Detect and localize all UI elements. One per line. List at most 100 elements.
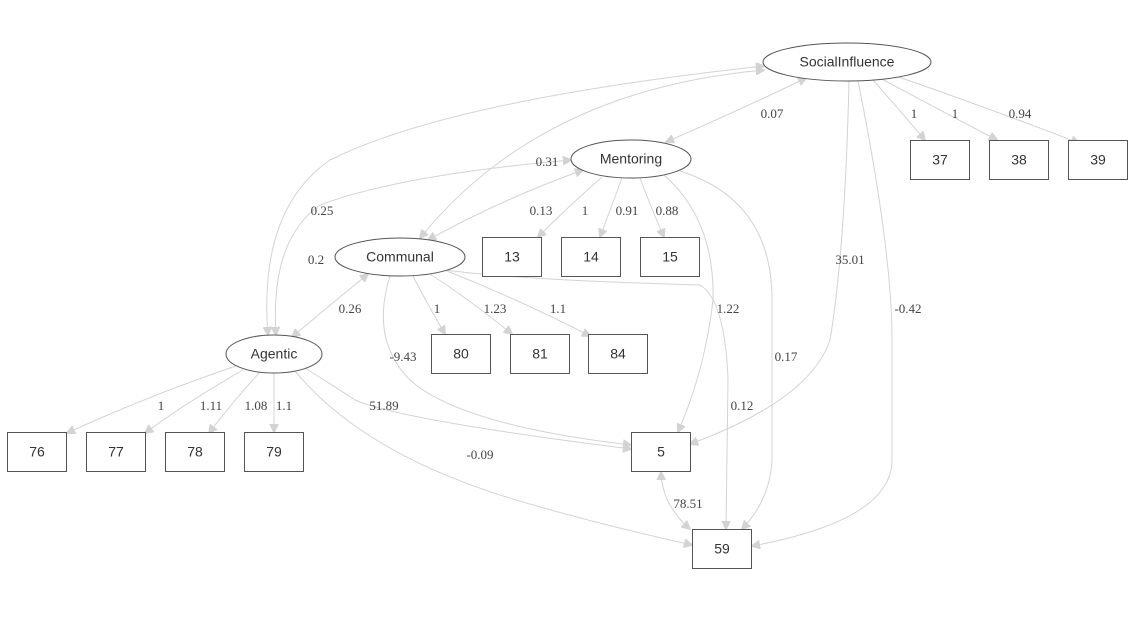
observed-box — [482, 237, 542, 277]
observed-node-81: 81 — [510, 334, 570, 374]
edge-label: 0.31 — [536, 154, 559, 169]
edge-regression-socialinfluence-to-n5 — [690, 80, 850, 444]
edge-label: 1 — [911, 106, 918, 121]
observed-box — [510, 334, 570, 374]
observed-box — [692, 529, 752, 569]
edge-label: 1.22 — [717, 301, 740, 316]
node-label: Mentoring — [600, 151, 662, 167]
observed-node-79: 79 — [244, 432, 304, 472]
observed-node-39: 39 — [1068, 140, 1128, 180]
edge-label: 1.23 — [484, 301, 507, 316]
edge-label: 0.12 — [731, 398, 754, 413]
edge-loading-agentic-to-n78 — [209, 372, 260, 433]
observed-node-38: 38 — [989, 140, 1049, 180]
observed-box — [1068, 140, 1128, 180]
observed-node-14: 14 — [561, 237, 621, 277]
observed-node-59: 59 — [692, 529, 752, 569]
observed-node-5: 5 — [631, 432, 691, 472]
node-label: 15 — [662, 249, 678, 265]
edge-label: 0.26 — [339, 301, 362, 316]
observed-box — [561, 237, 621, 277]
observed-node-37: 37 — [910, 140, 970, 180]
edge-label: -0.42 — [894, 301, 921, 316]
node-label: 38 — [1011, 152, 1027, 168]
observed-box — [86, 432, 146, 472]
edge-covariance-socialinfluence-to-agentic — [267, 66, 764, 335]
edge-covariance-mentoring-to-agentic — [275, 160, 571, 335]
observed-box — [431, 334, 491, 374]
observed-node-77: 77 — [86, 432, 146, 472]
edge-label: 1.1 — [276, 398, 292, 413]
edge-label: 1.08 — [245, 398, 268, 413]
observed-node-76: 76 — [7, 432, 67, 472]
observed-box — [244, 432, 304, 472]
edge-regression-agentic-to-n5 — [304, 367, 631, 449]
latent-node-mentoring: Mentoring — [570, 139, 692, 179]
observed-node-15: 15 — [640, 237, 700, 277]
edge-label: -0.09 — [466, 447, 493, 462]
latent-ellipse — [225, 334, 323, 374]
edge-label: 0.88 — [656, 203, 679, 218]
edge-loading-socialinfluence-to-n38 — [879, 77, 997, 140]
edge-covariance-socialinfluence-to-mentoring — [666, 78, 806, 142]
latent-ellipse — [762, 42, 932, 82]
edge-label: 1 — [434, 301, 441, 316]
edge-label: 0.91 — [616, 203, 639, 218]
edge-label: 35.01 — [835, 252, 864, 267]
observed-node-84: 84 — [588, 334, 648, 374]
edge-loading-agentic-to-n76 — [67, 365, 237, 433]
node-label: 81 — [532, 346, 548, 362]
edge-label: 0.25 — [311, 203, 334, 218]
edge-label: 0.94 — [1009, 106, 1032, 121]
latent-node-communal: Communal — [334, 237, 466, 277]
node-label: Communal — [366, 249, 434, 265]
edge-label: 1.1 — [550, 301, 566, 316]
node-label: 14 — [583, 249, 599, 265]
node-label: 59 — [714, 541, 730, 557]
node-label: 78 — [187, 444, 203, 460]
edge-loading-socialinfluence-to-n37 — [872, 79, 925, 140]
edge-label: 1 — [158, 398, 165, 413]
node-label: 13 — [504, 249, 520, 265]
edge-regression-communal-to-n5 — [382, 275, 631, 445]
edge-label: 0.17 — [775, 349, 798, 364]
node-label: 79 — [266, 444, 282, 460]
node-label: 77 — [108, 444, 124, 460]
node-label: 80 — [453, 346, 469, 362]
observed-box — [588, 334, 648, 374]
latent-ellipse — [334, 237, 466, 277]
edge-loading-communal-to-n84 — [446, 270, 590, 336]
edge-regression-socialinfluence-to-n59 — [752, 80, 893, 546]
edge-label: 1 — [582, 203, 589, 218]
node-label: 39 — [1090, 152, 1106, 168]
node-label: SocialInfluence — [800, 54, 895, 70]
edge-covariance-n5-to-n59 — [661, 472, 690, 529]
observed-box — [640, 237, 700, 277]
edge-label: 0.13 — [530, 203, 553, 218]
edge-covariance-communal-to-agentic — [292, 274, 368, 337]
observed-box — [631, 432, 691, 472]
node-label: Agentic — [251, 346, 298, 362]
edge-regression-agentic-to-n59 — [294, 370, 692, 545]
observed-node-80: 80 — [431, 334, 491, 374]
edge-label: 0.2 — [308, 252, 324, 267]
edge-loading-agentic-to-n77 — [145, 369, 244, 433]
edge-covariance-mentoring-to-communal — [428, 170, 583, 240]
edge-label: -9.43 — [389, 349, 416, 364]
node-label: 37 — [932, 152, 948, 168]
observed-box — [910, 140, 970, 180]
edge-label: 78.51 — [673, 496, 702, 511]
latent-ellipse — [570, 139, 692, 179]
node-label: 5 — [657, 444, 665, 460]
edge-regression-mentoring-to-n59 — [679, 170, 773, 529]
observed-node-13: 13 — [482, 237, 542, 277]
node-label: 84 — [610, 346, 626, 362]
observed-box — [989, 140, 1049, 180]
observed-box — [165, 432, 225, 472]
latent-node-socialinfluence: SocialInfluence — [762, 42, 932, 82]
edge-label: 51.89 — [369, 398, 398, 413]
edge-loading-socialinfluence-to-n39 — [889, 73, 1079, 143]
